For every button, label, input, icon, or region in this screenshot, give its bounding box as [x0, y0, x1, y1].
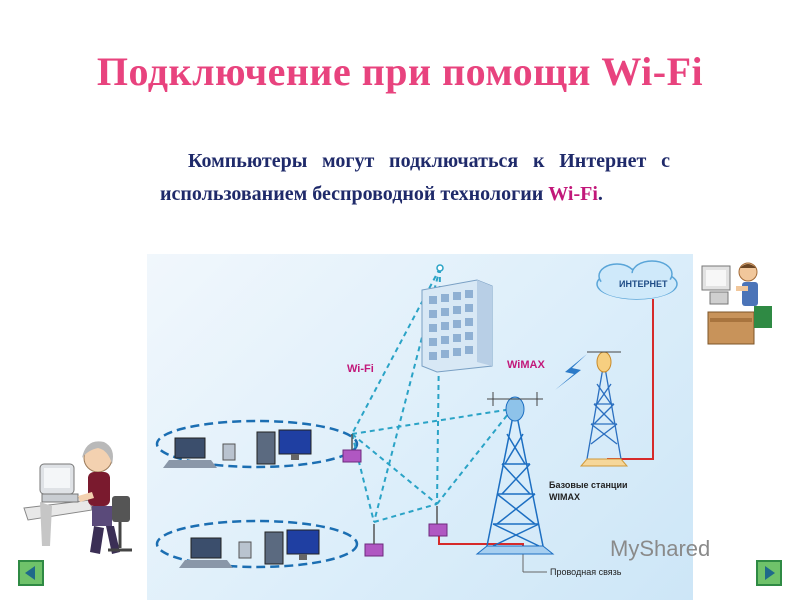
wired-link-label: Проводная связь [550, 567, 622, 577]
paragraph-end: . [597, 183, 603, 205]
network-diagram: Wi-Fi ИНТЕРНЕТ Проводная связь WiMAX [147, 254, 693, 600]
top-lan-devices [163, 429, 312, 468]
slide-paragraph: Компьютеры могут подключаться к Интернет… [160, 145, 670, 211]
paragraph-text: Компьютеры могут подключаться к Интернет… [160, 150, 670, 205]
access-point-icon [342, 434, 448, 557]
lan-ellipse-top [155, 419, 359, 469]
wimax-label: WiMAX [507, 359, 545, 371]
paragraph-wifi-term: Wi-Fi [548, 183, 598, 205]
lan-ellipse-bottom [155, 519, 359, 569]
internet-cloud-icon [596, 260, 678, 300]
bottom-lan-devices [179, 529, 320, 568]
triangle-left-icon [25, 566, 35, 580]
network-diagram-svg: Wi-Fi ИНТЕРНЕТ Проводная связь WiMAX [155, 260, 678, 577]
woman-at-computer-illustration [20, 436, 138, 566]
wimax-tower-large-icon [486, 405, 544, 547]
base-station-label-line1: Базовые станции [549, 480, 628, 490]
wimax-signal-icon [555, 354, 587, 390]
office-building-icon [421, 264, 493, 373]
base-station-label-line2: WIMAX [549, 492, 580, 502]
internet-label: ИНТЕРНЕТ [619, 279, 668, 289]
wifi-label: Wi-Fi [347, 363, 374, 375]
next-slide-button[interactable] [756, 560, 782, 586]
prev-slide-button[interactable] [18, 560, 44, 586]
slide-title: Подключение при помощи Wi-Fi [96, 49, 704, 94]
wimax-tower-small-icon [586, 361, 622, 460]
person-at-computer-illustration [696, 258, 780, 354]
triangle-right-icon [765, 566, 775, 580]
watermark-text: MyShared [610, 536, 711, 561]
